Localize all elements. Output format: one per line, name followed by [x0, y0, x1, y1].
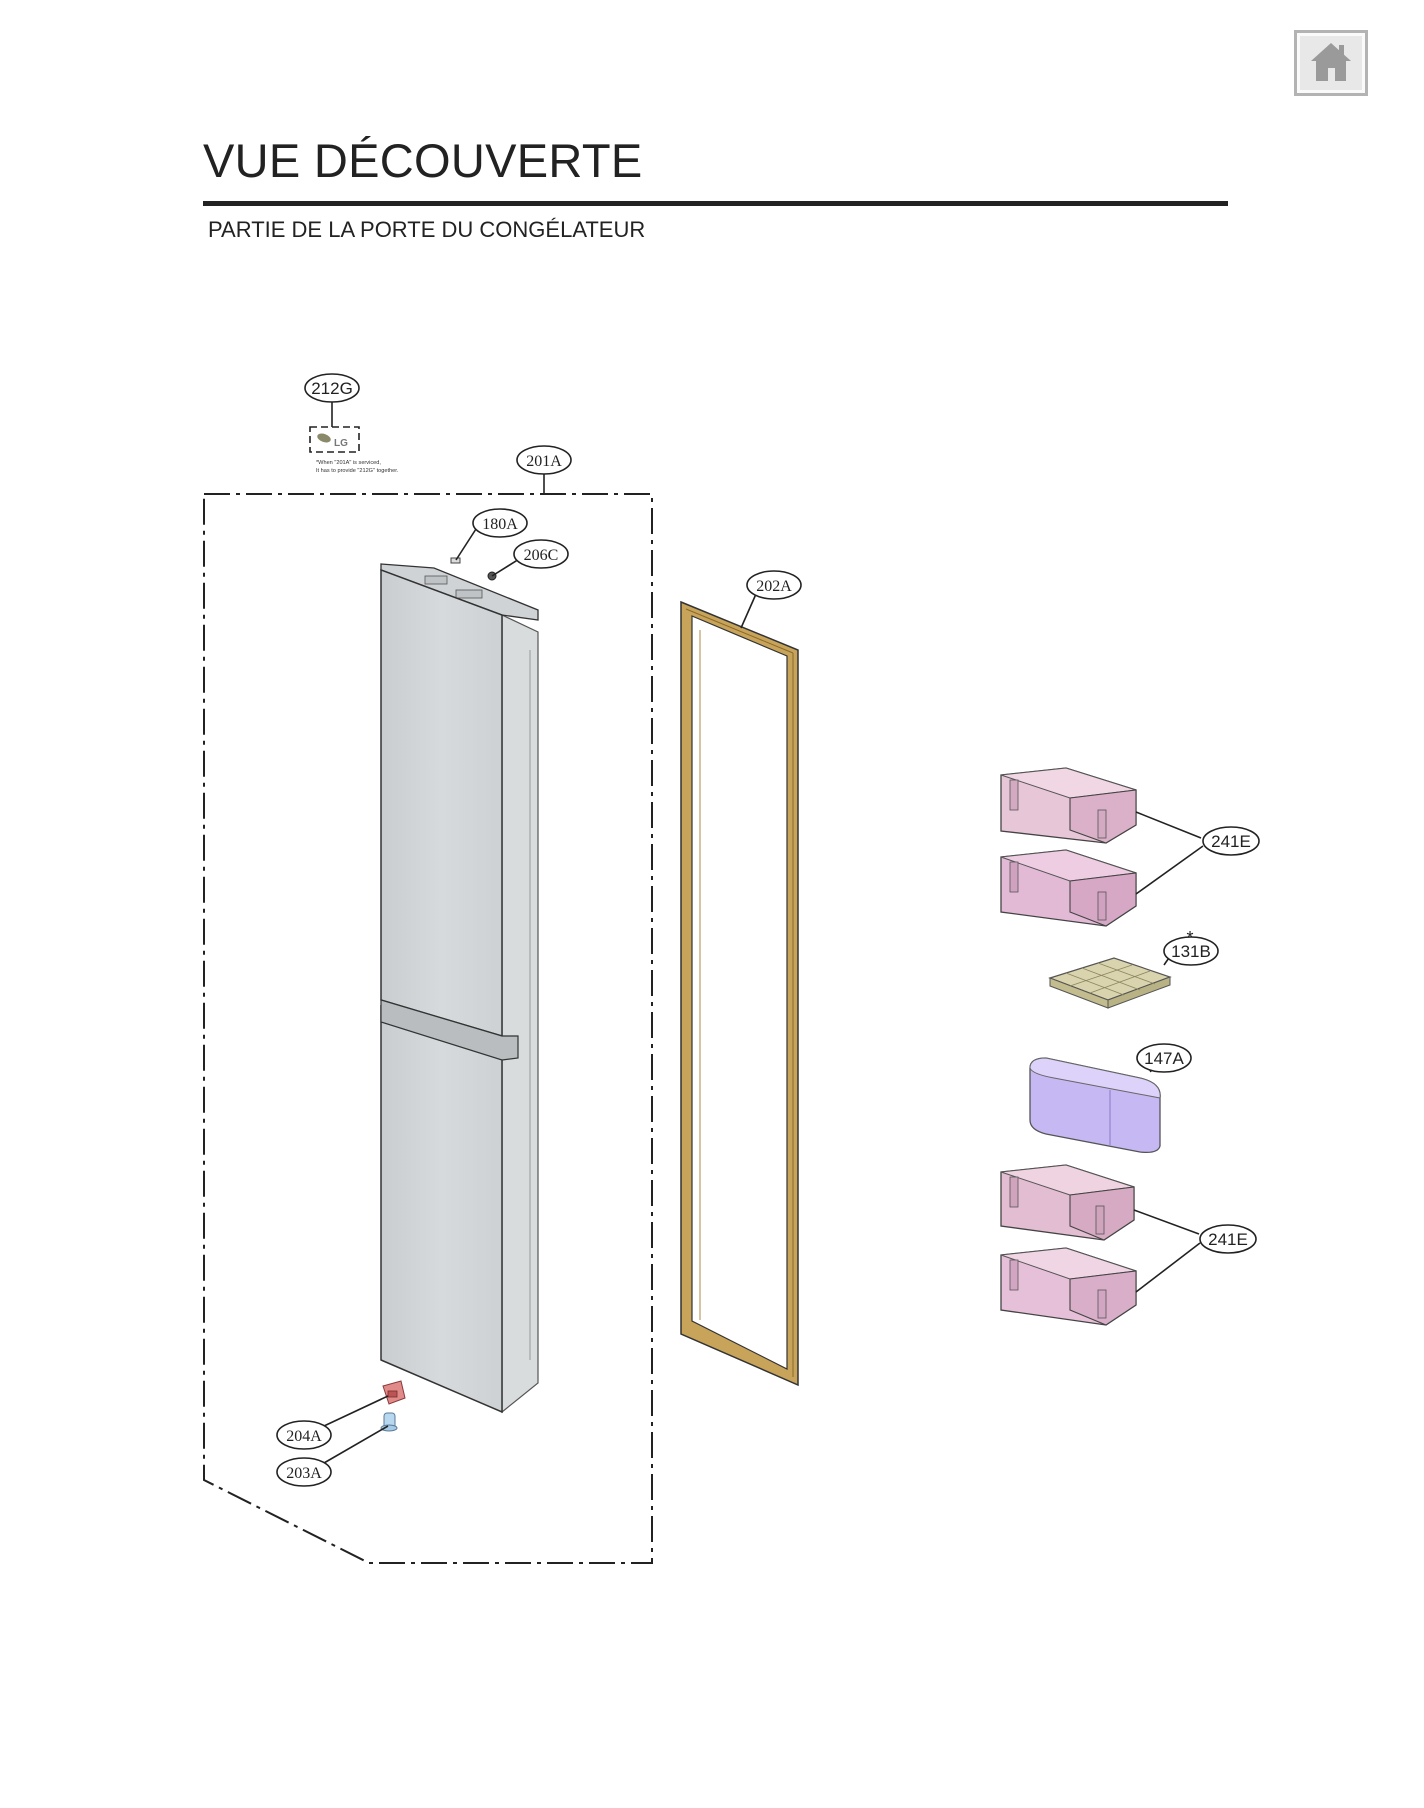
callout-212g[interactable]: 212G — [304, 373, 360, 403]
callout-204a[interactable]: 204A — [276, 1420, 332, 1450]
home-button[interactable] — [1294, 30, 1368, 96]
svg-text:241E: 241E — [1208, 1230, 1248, 1249]
callout-206c[interactable]: 206C — [513, 539, 569, 569]
svg-text:241E: 241E — [1211, 832, 1251, 851]
callout-201a[interactable]: 201A — [516, 445, 572, 475]
part-147a-basket[interactable] — [1029, 1057, 1161, 1154]
part-203a-bushing[interactable] — [380, 1412, 398, 1432]
part-212g-logo-badge[interactable]: LG — [309, 426, 360, 453]
leader-lines — [323, 402, 1204, 1464]
asterisk-mark: * — [1186, 928, 1193, 948]
svg-text:212G: 212G — [311, 379, 353, 398]
svg-text:202A: 202A — [756, 578, 792, 595]
assembly-boundary — [203, 493, 653, 1564]
callout-241e-top[interactable]: 241E — [1202, 826, 1260, 856]
service-note-line-2: It has to provide "212G" together. — [316, 468, 399, 474]
svg-text:203A: 203A — [286, 1465, 322, 1482]
svg-text:204A: 204A — [286, 1428, 322, 1445]
service-note-line-1: *When "201A" is serviced, — [316, 460, 381, 466]
svg-text:147A: 147A — [1144, 1049, 1184, 1068]
part-241e-door-bin-2[interactable] — [1000, 849, 1137, 927]
svg-text:131B: 131B — [1171, 942, 1211, 961]
callout-147a[interactable]: 147A — [1136, 1043, 1192, 1073]
callout-131b[interactable]: 131B — [1163, 936, 1219, 966]
logo-text: LG — [334, 438, 348, 449]
page-title: VUE DÉCOUVERTE — [203, 134, 643, 187]
part-180a-pin[interactable] — [450, 557, 461, 564]
callout-241e-bottom[interactable]: 241E — [1199, 1224, 1257, 1254]
page-subtitle: PARTIE DE LA PORTE DU CONGÉLATEUR — [208, 217, 646, 242]
svg-text:180A: 180A — [482, 516, 518, 533]
svg-text:206C: 206C — [524, 547, 559, 564]
part-204a-hinge-bracket[interactable] — [382, 1380, 406, 1405]
title-divider — [203, 201, 1228, 206]
callout-202a[interactable]: 202A — [746, 570, 802, 600]
part-241e-door-bin-4[interactable] — [1000, 1247, 1137, 1326]
callout-180a[interactable]: 180A — [472, 508, 528, 538]
part-241e-door-bin-1[interactable] — [1000, 767, 1137, 844]
part-131b-ice-tray[interactable] — [1048, 957, 1172, 1009]
callout-203a[interactable]: 203A — [276, 1457, 332, 1487]
svg-text:201A: 201A — [526, 453, 562, 470]
part-241e-door-bin-3[interactable] — [1000, 1164, 1135, 1241]
part-202a-door-gasket[interactable] — [680, 600, 799, 1387]
home-icon — [1311, 43, 1351, 81]
part-201a-freezer-door[interactable] — [380, 563, 539, 1414]
